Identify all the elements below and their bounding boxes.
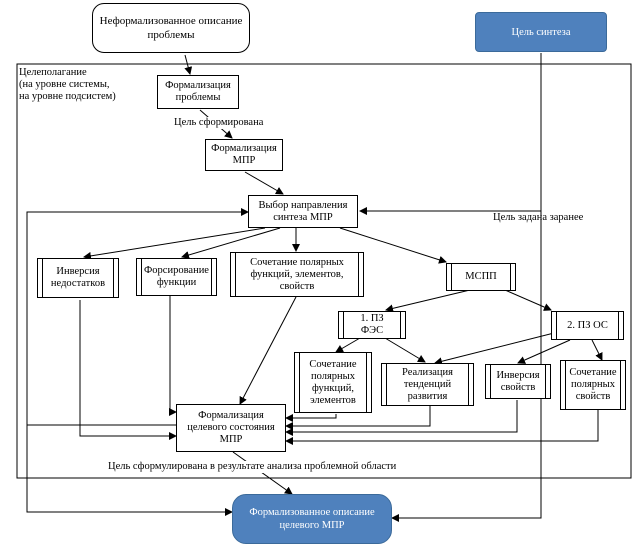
formalize-mpr-box: Формализация МПР: [205, 139, 283, 171]
pz-os-box: 2. ПЗ ОС: [551, 311, 624, 340]
inversion-properties-box: Инверсия свойств: [485, 364, 551, 399]
goal-formed-label: Цель сформирована: [172, 117, 266, 129]
polar-combination-box: Сочетание полярных функций, элементов, с…: [230, 252, 364, 297]
formal-description-box: Формализованное описание целевого МПР: [232, 494, 392, 544]
goal-given-label: Цель задана заранее: [493, 212, 584, 223]
goal-of-synthesis-box: Цель синтеза: [475, 12, 607, 52]
forcing-function-box: Форсирование функции: [136, 258, 217, 296]
polar-properties-box: Сочетание полярных свойств: [560, 360, 626, 410]
pz-fes-box: 1. ПЗ ФЭС: [338, 311, 406, 339]
goal-formulated-label: Цель сформулирована в результате анализа…: [106, 461, 399, 473]
goal-setting-frame: [16, 63, 632, 479]
choose-direction-box: Выбор направления синтеза МПР: [248, 195, 358, 228]
inversion-shortcomings-box: Инверсия недостатков: [37, 258, 119, 298]
informal-description-box: Неформализованное описание проблемы: [92, 3, 250, 53]
formalize-problem-box: Формализация проблемы: [157, 75, 239, 109]
formalize-target-state-box: Формализация целевого состояния МПР: [176, 404, 286, 452]
mspp-box: МСПП: [446, 263, 516, 291]
trend-realization-box: Реализация тенденций развития: [381, 363, 474, 406]
polar-combination-short-box: Сочетание полярных функций, элементов: [294, 352, 372, 413]
frame-title: Целеполагание (на уровне системы, на уро…: [19, 67, 116, 102]
